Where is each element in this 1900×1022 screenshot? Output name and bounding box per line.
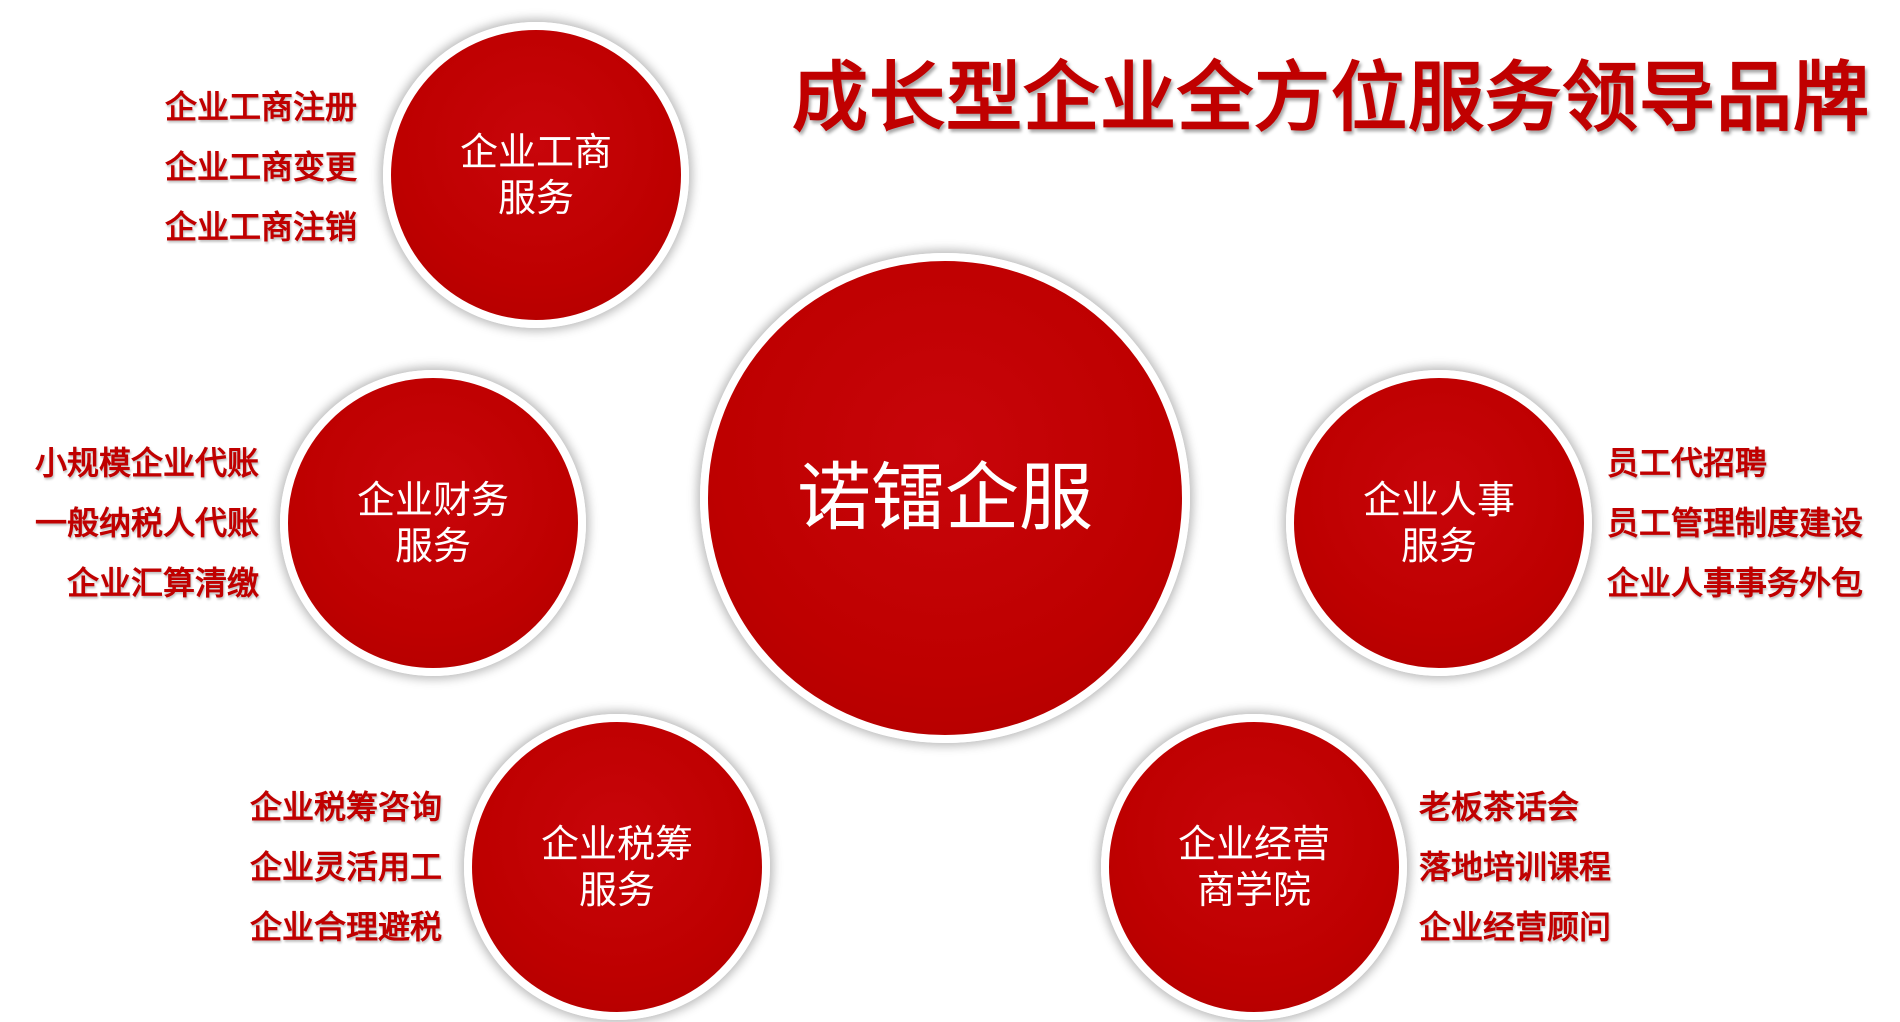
node-renshi-label-line2: 服务	[1400, 524, 1477, 568]
center-circle: 诺镭企服	[700, 253, 1190, 743]
node-renshi-label-line1: 企业人事	[1362, 478, 1515, 522]
node-renshi-circle: 企业人事 服务	[1286, 370, 1592, 676]
node-shuichou-item: 企业合理避税	[249, 908, 442, 946]
node-shuichou-item: 企业灵活用工	[249, 848, 442, 886]
node-gongshang-item: 企业工商注册	[164, 88, 357, 126]
node-caiwu-items: 小规模企业代账 一般纳税人代账 企业汇算清缴	[35, 433, 259, 613]
center-label: 诺镭企服	[797, 455, 1093, 541]
node-shuichou-label-line2: 服务	[578, 868, 655, 912]
node-gongshang-circle: 企业工商 服务	[383, 22, 689, 328]
node-caiwu-label-line2: 服务	[394, 524, 471, 568]
node-shuichou-item: 企业税筹咨询	[249, 788, 442, 826]
node-renshi-items: 员工代招聘 员工管理制度建设 企业人事事务外包	[1607, 433, 1863, 613]
node-gongshang-item: 企业工商变更	[164, 148, 357, 186]
node-caiwu-circle: 企业财务 服务	[280, 370, 586, 676]
node-renshi-item: 企业人事事务外包	[1607, 564, 1864, 602]
node-shuichou-label-line1: 企业税筹	[540, 822, 693, 866]
node-caiwu-item: 企业汇算清缴	[66, 564, 259, 602]
node-jingying-item: 企业经营顾问	[1419, 908, 1612, 946]
node-gongshang-item: 企业工商注销	[164, 208, 357, 246]
node-caiwu-label-line1: 企业财务	[356, 478, 509, 522]
page-title: 成长型企业全方位服务领导品牌	[792, 53, 1870, 142]
node-caiwu-item: 小规模企业代账	[34, 444, 259, 482]
node-caiwu-item: 一般纳税人代账	[34, 504, 259, 542]
node-jingying-item: 落地培训课程	[1419, 848, 1612, 886]
node-jingying-label-line2: 商学院	[1196, 868, 1311, 912]
node-jingying-item: 老板茶话会	[1419, 788, 1580, 826]
node-renshi-item: 员工管理制度建设	[1607, 504, 1864, 542]
node-shuichou-circle: 企业税筹 服务	[464, 714, 770, 1020]
node-renshi-item: 员工代招聘	[1607, 444, 1768, 482]
node-gongshang-label-line2: 服务	[497, 176, 574, 220]
node-jingying-label-line1: 企业经营	[1177, 822, 1330, 866]
node-jingying-circle: 企业经营 商学院	[1101, 714, 1407, 1020]
node-jingying-items: 老板茶话会 落地培训课程 企业经营顾问	[1419, 777, 1611, 957]
node-gongshang-label-line1: 企业工商	[459, 130, 612, 174]
node-gongshang-items: 企业工商注册 企业工商变更 企业工商注销	[165, 77, 357, 257]
node-shuichou-items: 企业税筹咨询 企业灵活用工 企业合理避税	[250, 777, 442, 957]
